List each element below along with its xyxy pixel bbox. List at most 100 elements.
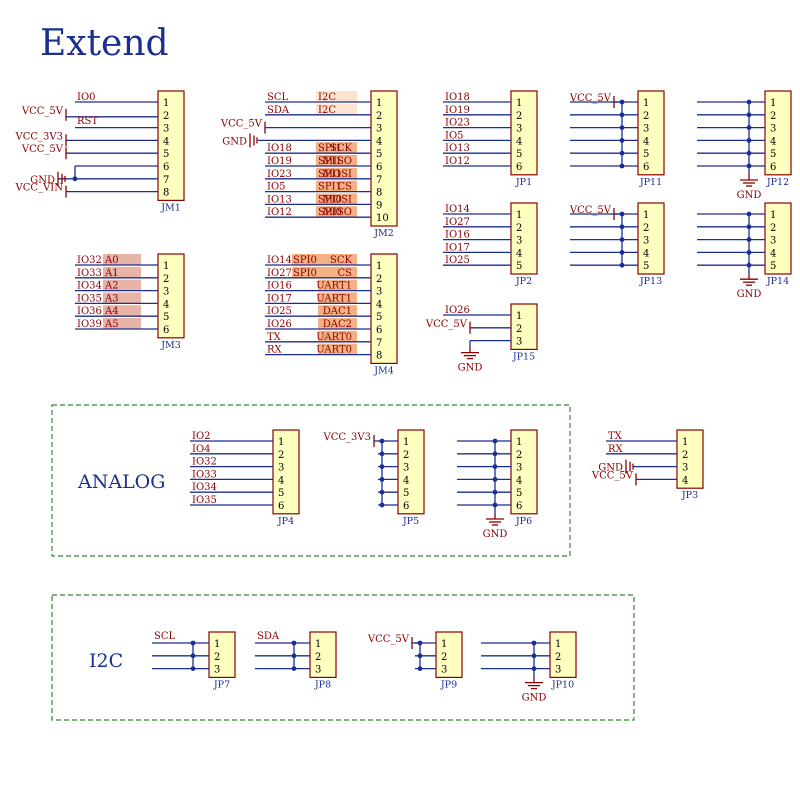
ground-label: GND (522, 693, 547, 704)
pin-number: 6 (278, 501, 284, 512)
ref-designator-jp3: JP3 (681, 490, 698, 501)
net-label: IO4 (192, 444, 211, 455)
net-label: IO39 (77, 319, 102, 330)
pin-number: 1 (278, 437, 284, 448)
function-label: MOSI (323, 169, 352, 180)
power-flag-label: VCC_5V (569, 205, 612, 216)
schematic-elements: 12345678JM1IO0RSTVCC_5VVCC_3V3VCC_5VGNDV… (15, 90, 792, 704)
net-label: IO14 (267, 255, 292, 266)
pin-number: 2 (163, 274, 169, 285)
function-label: CS (337, 182, 352, 193)
pin-number: 3 (376, 124, 382, 135)
function-highlight (292, 254, 357, 265)
net-label: IO19 (267, 156, 292, 167)
net-label: RST (77, 116, 98, 127)
net-label: IO16 (267, 281, 292, 292)
function-highlight (316, 180, 357, 192)
header-jm4 (370, 253, 398, 365)
analog-section-label: ANALOG (77, 471, 165, 493)
pin-number: 2 (555, 652, 561, 663)
function-label: MOSI (323, 194, 352, 205)
ref-designator-jp15: JP15 (512, 351, 535, 362)
pin-number: 1 (403, 437, 409, 448)
header-jp3 (676, 429, 704, 489)
ref-designator-jp12: JP12 (766, 177, 789, 188)
pin-number: 4 (163, 136, 169, 147)
pin-number: 1 (376, 98, 382, 109)
pin-number: 3 (516, 236, 522, 247)
net-label: IO25 (445, 255, 470, 266)
pin-number: 3 (163, 124, 169, 135)
net-label: IO32 (192, 457, 217, 468)
function-highlights (103, 91, 357, 355)
power-flag-label: GND (222, 136, 247, 147)
function-label: SPI0 (318, 194, 342, 205)
power-flag-label: VCC_5V (569, 93, 612, 104)
pin-number: 7 (376, 175, 382, 186)
ref-designator-jm1: JM1 (160, 202, 181, 213)
pin-number: 3 (682, 463, 688, 474)
pin-number: 1 (516, 437, 522, 448)
pin-number: 7 (163, 175, 169, 186)
pin-number: 10 (376, 213, 389, 224)
function-highlight (318, 343, 357, 355)
pin-number: 6 (163, 325, 169, 336)
function-highlight (316, 91, 357, 102)
function-label: A4 (104, 306, 119, 317)
pin-number: 2 (516, 324, 522, 335)
header-jp7 (208, 631, 236, 679)
power-flag-label: VCC_5V (21, 106, 64, 117)
function-label: MISO (323, 207, 352, 218)
pin-number: 5 (376, 149, 382, 160)
pin-number: 2 (643, 223, 649, 234)
pin-number: 6 (643, 162, 649, 173)
pin-number: 1 (441, 639, 447, 650)
net-label: IO13 (267, 194, 292, 205)
function-label: SCK (330, 255, 353, 266)
net-label: IO2 (192, 431, 211, 442)
function-highlight (103, 318, 141, 329)
ref-designator-jp10: JP10 (551, 679, 574, 690)
function-label: CS (337, 268, 352, 279)
function-label: SPI0 (293, 268, 317, 279)
function-highlight (103, 266, 141, 278)
net-label: IO18 (267, 143, 292, 154)
net-label: IO34 (192, 482, 217, 493)
pin-number: 4 (770, 248, 776, 259)
i2c-section-label: I2C (89, 650, 123, 672)
ref-designator-jp5: JP5 (402, 516, 419, 527)
function-highlight (316, 193, 357, 205)
ref-designator-jp6: JP6 (515, 516, 532, 527)
pin-number: 3 (214, 665, 220, 676)
function-highlight (316, 155, 357, 166)
pin-number: 6 (403, 501, 409, 512)
pin-number: 2 (682, 450, 688, 461)
header-jm1 (157, 90, 185, 202)
pin-number: 3 (403, 463, 409, 474)
header-jm2 (370, 90, 398, 227)
pin-number: 4 (516, 136, 522, 147)
net-label: IO23 (267, 169, 292, 180)
net-label: IO12 (445, 156, 470, 167)
net-label: IO18 (445, 92, 470, 103)
net-label: IO33 (192, 469, 217, 480)
header-jp8 (309, 631, 337, 679)
pin-number: 3 (163, 287, 169, 298)
power-flag-label: VCC_5V (367, 634, 410, 645)
function-label: SPI0 (293, 255, 317, 266)
net-label: IO27 (445, 217, 470, 228)
header-jp4 (272, 429, 300, 515)
function-highlight (103, 279, 141, 291)
pin-number: 4 (278, 475, 284, 486)
net-label: IO0 (77, 92, 96, 103)
pin-number: 2 (516, 450, 522, 461)
ref-designator-jp7: JP7 (213, 679, 230, 690)
pin-number: 3 (770, 236, 776, 247)
function-highlight (318, 292, 357, 304)
pin-number: 5 (516, 149, 522, 160)
pin-number: 3 (643, 236, 649, 247)
power-flag-label: GND (598, 463, 623, 474)
power-flag-label: VCC_5V (21, 144, 64, 155)
function-label: A2 (104, 281, 119, 292)
pin-number: 4 (770, 136, 776, 147)
